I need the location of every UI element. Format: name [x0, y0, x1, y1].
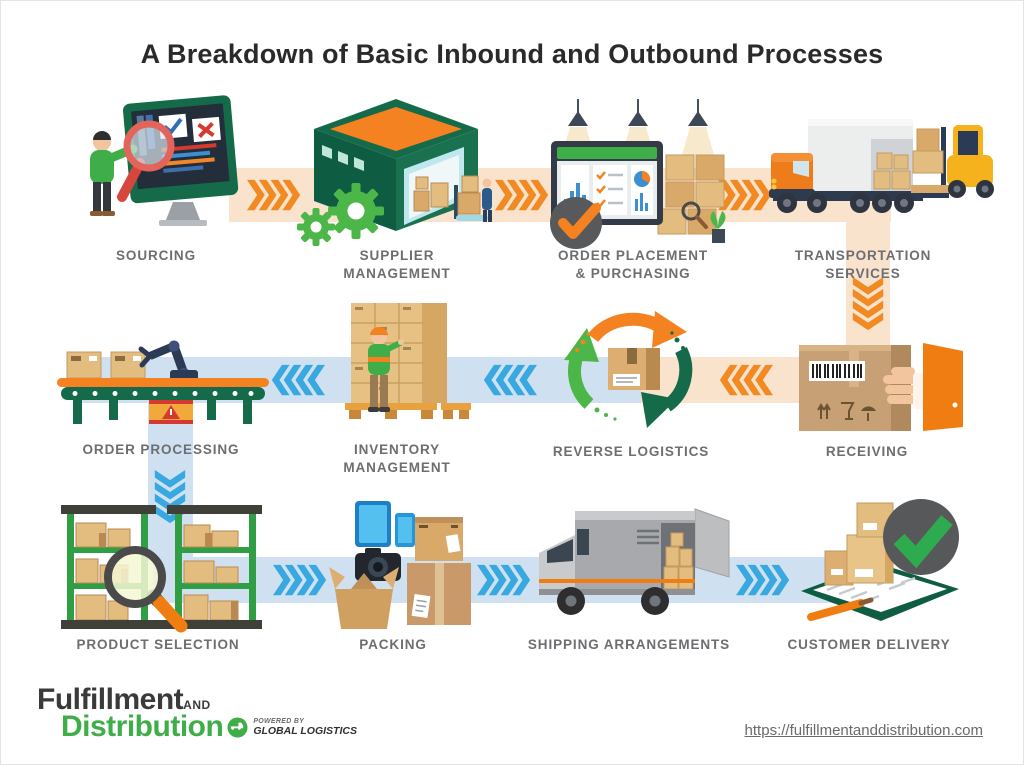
arrow-right-icon — [495, 179, 549, 211]
order-placement-icon — [546, 99, 731, 251]
logo-line1: FulfillmentAND — [37, 685, 357, 715]
transportation-services-icon — [763, 101, 998, 246]
globe-truck-icon — [227, 717, 248, 737]
arrow-right-icon — [273, 564, 327, 596]
step-label-supplier-management: SUPPLIER MANAGEMENT — [343, 248, 451, 281]
step-label-reverse-logistics: REVERSE LOGISTICS — [552, 444, 710, 459]
supplier-management-icon — [296, 99, 496, 247]
page-title: A Breakdown of Basic Inbound and Outboun… — [140, 39, 884, 69]
step-label-transportation-services: TRANSPORTATION SERVICES — [794, 248, 932, 281]
inventory-management-icon — [333, 299, 473, 431]
arrow-right-icon — [736, 564, 790, 596]
brand-logo: FulfillmentAND Distribution POWERED BY G… — [37, 685, 357, 742]
product-selection-icon — [59, 503, 264, 633]
arrow-left-icon — [483, 364, 537, 396]
logo-fulfillment-text: Fulfillment — [37, 683, 184, 716]
step-label-customer-delivery: CUSTOMER DELIVERY — [787, 637, 951, 652]
logo-and-text: AND — [183, 698, 211, 712]
arrow-down-icon — [852, 277, 884, 331]
step-label-product-selection: PRODUCT SELECTION — [76, 637, 240, 652]
logo-distribution-text: Distribution — [61, 710, 224, 743]
reverse-logistics-icon — [553, 306, 708, 434]
step-label-packing: PACKING — [359, 637, 427, 652]
customer-delivery-icon — [789, 493, 969, 633]
website-url-link[interactable]: https://fulfillmentanddistribution.com — [744, 722, 983, 739]
step-label-sourcing: SOURCING — [116, 248, 196, 263]
step-label-receiving: RECEIVING — [825, 444, 909, 459]
shipping-arrangements-icon — [533, 503, 738, 621]
sourcing-icon — [69, 94, 241, 246]
step-label-order-placement: ORDER PLACEMENT & PURCHASING — [558, 248, 709, 281]
powered-brand-text: GLOBAL LOGISTICS — [253, 724, 357, 737]
powered-by-text: POWERED BY — [253, 717, 305, 725]
step-label-order-processing: ORDER PROCESSING — [82, 442, 240, 457]
arrow-right-icon — [247, 179, 301, 211]
packing-icon — [329, 501, 479, 633]
step-label-inventory-management: INVENTORY MANAGEMENT — [343, 442, 451, 475]
arrow-right-icon — [477, 564, 531, 596]
powered-by-block: POWERED BY GLOBAL LOGISTICS — [253, 718, 357, 737]
receiving-icon — [791, 339, 966, 434]
step-label-shipping-arrangements: SHIPPING ARRANGEMENTS — [527, 637, 731, 652]
arrow-left-icon — [719, 364, 773, 396]
arrow-left-icon — [271, 364, 325, 396]
order-processing-icon — [53, 326, 273, 426]
